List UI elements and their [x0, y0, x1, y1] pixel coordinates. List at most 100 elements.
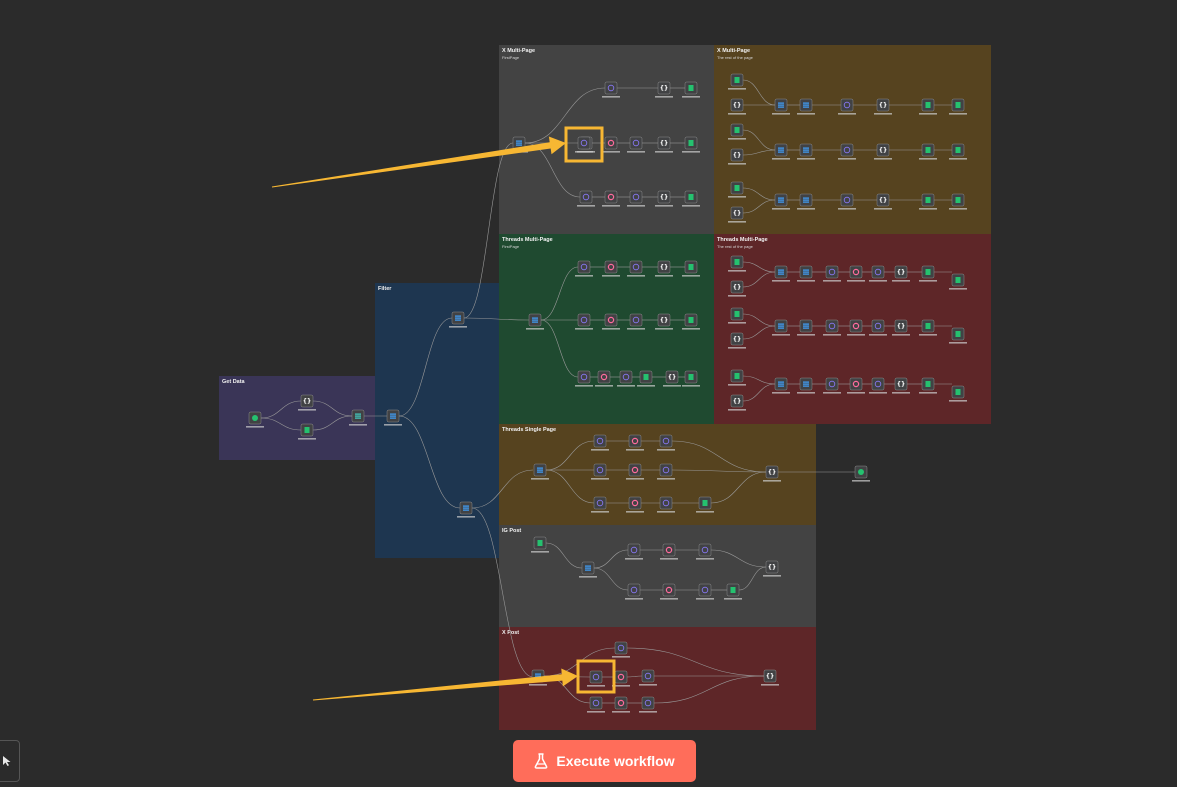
highlighted-node-x-multi-page[interactable] [575, 136, 593, 153]
sticky-note-get-data[interactable]: Get Data [219, 376, 376, 460]
workflow-node-sheet[interactable] [919, 265, 937, 282]
workflow-node-wait[interactable] [847, 265, 865, 282]
workflow-node-sheet[interactable] [682, 81, 700, 98]
workflow-node-code[interactable]: {} [728, 206, 746, 223]
workflow-node-wait[interactable] [612, 696, 630, 713]
workflow-node-switch[interactable] [531, 463, 549, 480]
workflow-node-http[interactable] [575, 260, 593, 277]
workflow-node-code[interactable]: {} [655, 81, 673, 98]
workflow-node-code[interactable]: {} [728, 332, 746, 349]
workflow-node-code[interactable]: {} [763, 560, 781, 577]
workflow-node-wait[interactable] [602, 190, 620, 207]
workflow-node-http[interactable] [617, 370, 635, 387]
workflow-node-http[interactable] [639, 669, 657, 686]
workflow-node-sheet[interactable] [728, 123, 746, 140]
workflow-node-sheet[interactable] [531, 536, 549, 553]
workflow-node-http[interactable] [823, 265, 841, 282]
workflow-node-http[interactable] [823, 319, 841, 336]
workflow-node-sheet[interactable] [919, 377, 937, 394]
workflow-node-code[interactable]: {} [655, 136, 673, 153]
workflow-node-merge[interactable] [349, 409, 367, 426]
workflow-node-http[interactable] [657, 434, 675, 451]
workflow-node-sheet[interactable] [949, 98, 967, 115]
workflow-node-http[interactable] [591, 496, 609, 513]
workflow-node-http[interactable] [587, 696, 605, 713]
workflow-node-filter[interactable] [797, 265, 815, 282]
workflow-node-wait[interactable] [660, 583, 678, 600]
workflow-node-wait[interactable] [626, 496, 644, 513]
workflow-node-sheet[interactable] [949, 193, 967, 210]
workflow-node-code[interactable]: {} [655, 313, 673, 330]
workflow-node-sheet[interactable] [682, 370, 700, 387]
workflow-node-switch[interactable] [579, 561, 597, 578]
workflow-node-code[interactable]: {} [892, 319, 910, 336]
workflow-node-filter[interactable] [797, 377, 815, 394]
workflow-node-switch[interactable] [772, 265, 790, 282]
workflow-node-code[interactable]: {} [655, 260, 673, 277]
workflow-node-code[interactable]: {} [298, 394, 316, 411]
workflow-node-http[interactable] [639, 696, 657, 713]
workflow-node-http[interactable] [627, 136, 645, 153]
workflow-node-http[interactable] [627, 190, 645, 207]
workflow-node-code[interactable]: {} [761, 669, 779, 686]
workflow-node-wait[interactable] [626, 434, 644, 451]
workflow-node-code[interactable]: {} [728, 280, 746, 297]
workflow-node-http[interactable] [869, 377, 887, 394]
workflow-node-wait[interactable] [847, 319, 865, 336]
workflow-node-wait[interactable] [626, 463, 644, 480]
workflow-node-http[interactable] [627, 260, 645, 277]
workflow-node-code[interactable]: {} [874, 193, 892, 210]
workflow-node-http[interactable] [575, 313, 593, 330]
workflow-node-sheet[interactable] [728, 181, 746, 198]
workflow-node-filter[interactable] [797, 319, 815, 336]
workflow-node-sheet[interactable] [949, 273, 967, 290]
workflow-node-sheet[interactable] [949, 385, 967, 402]
workflow-node-code[interactable]: {} [728, 394, 746, 411]
workflow-node-sheet[interactable] [728, 73, 746, 90]
workflow-node-sheet[interactable] [728, 255, 746, 272]
workflow-node-switch[interactable] [772, 143, 790, 160]
workflow-node-http[interactable] [657, 496, 675, 513]
workflow-node-switch[interactable] [772, 377, 790, 394]
workflow-node-router-top[interactable] [449, 311, 467, 328]
workflow-node-code[interactable]: {} [728, 98, 746, 115]
pointer-tool-button[interactable] [0, 740, 20, 782]
workflow-node-http[interactable] [869, 319, 887, 336]
workflow-node-http[interactable] [838, 193, 856, 210]
workflow-node-sheet[interactable] [682, 313, 700, 330]
workflow-node-router-bottom[interactable] [457, 501, 475, 518]
workflow-node-sheet[interactable] [724, 583, 742, 600]
workflow-node-http[interactable] [838, 143, 856, 160]
workflow-node-wait[interactable] [602, 313, 620, 330]
workflow-node-sheet[interactable] [919, 143, 937, 160]
workflow-node-wait[interactable] [595, 370, 613, 387]
workflow-node-switch[interactable] [772, 319, 790, 336]
workflow-node-wait[interactable] [602, 136, 620, 153]
workflow-node-code[interactable]: {} [728, 148, 746, 165]
workflow-node-sheet[interactable] [919, 98, 937, 115]
workflow-node-http[interactable] [602, 81, 620, 98]
workflow-node-sheet[interactable] [298, 423, 316, 440]
workflow-node-code[interactable]: {} [892, 377, 910, 394]
workflow-node-http[interactable] [696, 543, 714, 560]
workflow-node-sheet[interactable] [637, 370, 655, 387]
workflow-node-switch[interactable] [772, 98, 790, 115]
workflow-node-sheet[interactable] [949, 143, 967, 160]
workflow-node-http[interactable] [625, 583, 643, 600]
workflow-node-sheet[interactable] [696, 496, 714, 513]
workflow-node-filter[interactable] [797, 143, 815, 160]
workflow-node-http[interactable] [627, 313, 645, 330]
workflow-node-wait[interactable] [847, 377, 865, 394]
workflow-node-sheet[interactable] [919, 319, 937, 336]
workflow-node-switch[interactable] [526, 313, 544, 330]
workflow-node-http[interactable] [591, 434, 609, 451]
workflow-node-sheet[interactable] [728, 307, 746, 324]
workflow-node-http[interactable] [657, 463, 675, 480]
workflow-node-http[interactable] [575, 370, 593, 387]
workflow-node-code[interactable]: {} [655, 190, 673, 207]
workflow-node-sheet[interactable] [728, 369, 746, 386]
workflow-node-wait[interactable] [602, 260, 620, 277]
workflow-node-execute[interactable] [852, 465, 870, 482]
workflow-node-code[interactable]: {} [874, 143, 892, 160]
workflow-node-http[interactable] [869, 265, 887, 282]
